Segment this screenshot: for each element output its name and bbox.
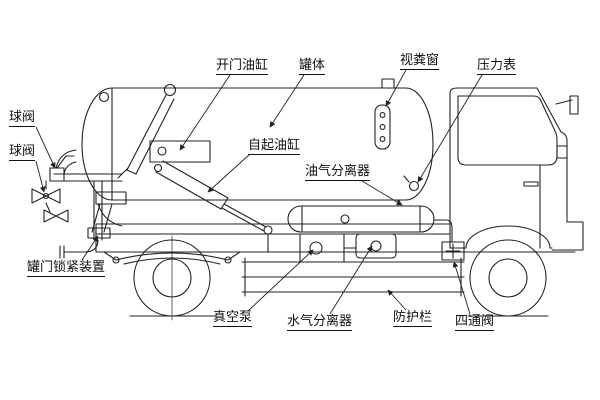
label-four-way-valve: 四通阀 [455,314,495,331]
guard-rail-drawing [241,257,465,297]
leader-tank-body [269,74,305,128]
label-ball-valve-bottom: 球阀 [9,144,36,161]
leader-guard-rail [387,289,407,311]
four-way-valve-drawing [433,219,465,261]
leader-pressure-gauge [417,74,483,183]
vacuum-pump-drawing [299,233,357,263]
leader-water-gas-separator [329,245,373,315]
pressure-gauge-drawing [403,175,420,192]
leader-vacuum-pump [247,249,314,312]
leader-viewing-window [385,69,407,107]
label-viewing-window: 视粪窗 [400,53,440,70]
label-lift-cylinder: 自起油缸 [248,138,301,155]
leader-four-way-valve [452,261,471,315]
label-tank-door-lock: 罐门锁紧装置 [27,260,106,277]
leader-oil-gas-separator [361,180,403,206]
door-cylinder-drawing [117,83,211,179]
label-water-gas-separator: 水气分离器 [287,314,353,331]
label-tank-body: 罐体 [299,58,326,75]
lift-cylinder-drawing [153,160,273,253]
chassis-frame-drawing [95,223,576,253]
leader-lines [35,69,483,315]
leader-tank-door-lock [81,235,99,261]
tank-body-drawing [81,78,434,201]
leader-lift-cylinder [207,153,251,193]
rear-wheel [129,235,217,321]
label-door-cylinder: 开门油缸 [216,58,269,75]
label-pressure-gauge: 压力表 [477,58,517,75]
water-gas-separator-drawing [355,233,397,259]
label-vacuum-pump: 真空泵 [213,310,253,327]
label-ball-valve-top: 球阀 [9,110,36,127]
rear-door-mechanism-drawing [31,149,127,259]
leader-ball-valve-top [35,126,56,169]
label-guard-rail: 防护栏 [393,310,433,327]
leader-ball-valve-bottom [35,160,46,193]
front-wheel [467,239,549,317]
leader-door-cylinder [179,74,231,151]
oil-gas-separator-drawing [287,199,435,233]
label-oil-gas-separator: 油气分离器 [305,164,371,181]
viewing-window-drawing [374,104,391,150]
cab-drawing [449,87,584,251]
